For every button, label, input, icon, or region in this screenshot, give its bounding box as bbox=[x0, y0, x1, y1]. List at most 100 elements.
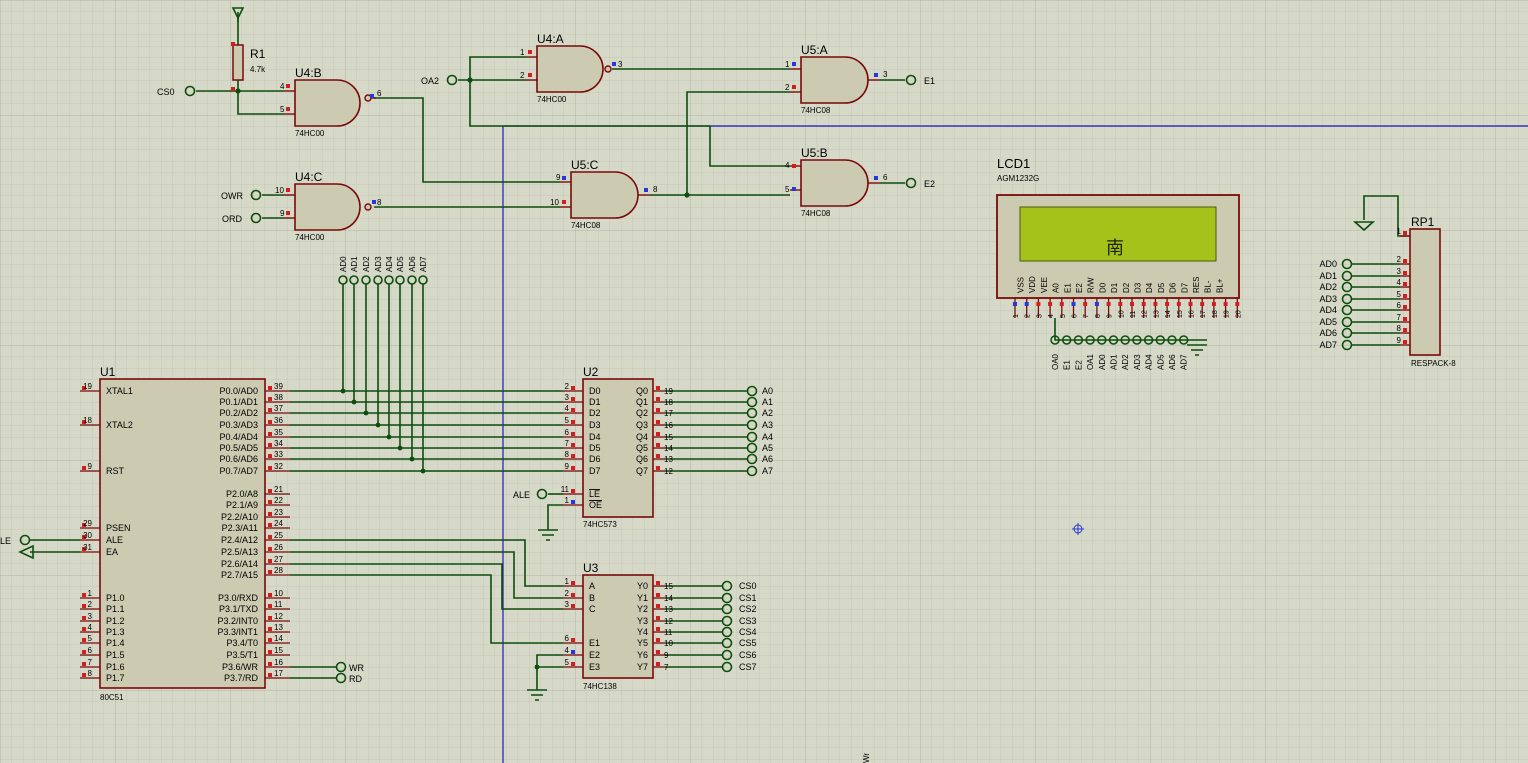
u2-pin-num: 11 bbox=[561, 485, 570, 494]
u3-pin-marker bbox=[656, 616, 660, 620]
u1-pin-name: P1.5 bbox=[106, 650, 125, 660]
u1-pin-marker bbox=[82, 616, 86, 620]
rp1-pin-marker bbox=[1403, 317, 1407, 321]
u1-pin-name: P0.7/AD7 bbox=[219, 466, 258, 476]
u5b-ref: U5:B bbox=[801, 146, 828, 160]
u1-pin-name: P0.5/AD5 bbox=[219, 443, 258, 453]
u2-pin-num: 4 bbox=[565, 404, 570, 413]
u1-pin-num: 32 bbox=[274, 462, 283, 471]
gate-u5c[interactable]: U5:C 74HC08 9 10 8 bbox=[550, 158, 658, 230]
lcd-pin-num: 7 bbox=[1083, 314, 1090, 318]
lcd-pin-num: 9 bbox=[1107, 314, 1114, 318]
u4a-type: 74HC00 bbox=[537, 95, 567, 104]
u2-pin-marker bbox=[656, 397, 660, 401]
u1-pin-marker bbox=[268, 432, 272, 436]
u4b-pin-in2: 5 bbox=[280, 105, 285, 114]
u1-pin-num: 17 bbox=[274, 669, 283, 678]
gate-u4a[interactable]: U4:A 74HC00 1 2 3 bbox=[520, 32, 623, 104]
ad-bus-label: AD0 bbox=[339, 256, 348, 272]
u2-pin-num: 12 bbox=[664, 467, 673, 476]
u1-pin-num: 7 bbox=[88, 658, 93, 667]
lcd-bottom-label: AD1 bbox=[1110, 354, 1119, 370]
u3-pin-num: 12 bbox=[664, 617, 673, 626]
gate-u4b[interactable]: U4:B 74HC00 4 5 6 bbox=[280, 66, 382, 138]
gate-u4c[interactable]: U4:C 74HC00 10 9 8 bbox=[275, 170, 382, 242]
u1-pin-num: 16 bbox=[274, 658, 283, 667]
u5a-pin-in2: 2 bbox=[785, 83, 790, 92]
u2-pin-num: 19 bbox=[664, 387, 673, 396]
u2-pin-marker bbox=[571, 443, 575, 447]
rp1-pin-num: 8 bbox=[1397, 324, 1402, 333]
u1-pin-name: XTAL1 bbox=[106, 386, 133, 396]
u3-pin-num: 10 bbox=[664, 639, 673, 648]
lcd-pin-name: E2 bbox=[1075, 283, 1084, 293]
net-label-e1: E1 bbox=[924, 76, 935, 86]
respack-rp1[interactable]: RP1 RESPACK-8 123456789AD0AD1AD2AD3AD4AD… bbox=[1319, 215, 1456, 368]
rp1-pin-num: 7 bbox=[1397, 313, 1402, 322]
rp1-pin-num: 4 bbox=[1397, 278, 1402, 287]
resistor-r1[interactable]: R1 4.7k bbox=[231, 42, 266, 91]
u1-pin-num: 34 bbox=[274, 439, 283, 448]
lcd-bottom-label: AD7 bbox=[1180, 354, 1189, 370]
u1-pin-name: P0.1/AD1 bbox=[219, 397, 258, 407]
rp1-terminal bbox=[1341, 293, 1353, 305]
u1-pin-name: P3.3/INT1 bbox=[217, 627, 258, 637]
net-label-ale-u2: ALE bbox=[513, 490, 530, 500]
u1-pin-num: 25 bbox=[274, 531, 283, 540]
u3-output-terminal bbox=[721, 603, 733, 615]
lcd-bottom-terminal bbox=[1143, 335, 1154, 345]
lcd-bottom-terminal bbox=[1167, 335, 1177, 345]
u1-pin-marker bbox=[82, 523, 86, 527]
u1-pin-name: P3.4/T0 bbox=[226, 638, 258, 648]
lcd-pin-num: 18 bbox=[1212, 310, 1219, 318]
u3-pin-num: 6 bbox=[565, 634, 570, 643]
u2-pin-marker bbox=[571, 466, 575, 470]
u5b-type: 74HC08 bbox=[801, 209, 831, 218]
gate-u5a[interactable]: U5:A 74HC08 1 2 3 bbox=[785, 43, 888, 115]
lcd-bottom-label: AD5 bbox=[1156, 354, 1165, 370]
lcd-pin-name: R/W bbox=[1087, 277, 1096, 293]
u2-pin-num: 2 bbox=[565, 382, 570, 391]
u4a-ref: U4:A bbox=[537, 32, 564, 46]
lcd-pin-name: BL+ bbox=[1215, 278, 1224, 293]
r1-ref: R1 bbox=[250, 47, 266, 61]
u3-pin-name: E3 bbox=[589, 662, 600, 672]
u1-pin-num: 39 bbox=[274, 382, 283, 391]
net-label-oa2: OA2 bbox=[421, 76, 439, 86]
u1-pin-marker bbox=[268, 559, 272, 563]
u1-pin-num: 28 bbox=[274, 566, 283, 575]
lcd-bottom-label: OA1 bbox=[1086, 353, 1095, 370]
lcd-pin-name: D5 bbox=[1157, 282, 1166, 293]
u1-pin-name: EA bbox=[106, 547, 118, 557]
gate-u5b[interactable]: U5:B 74HC08 4 5 6 bbox=[785, 146, 888, 218]
rp1-pin-num: 3 bbox=[1397, 267, 1402, 276]
u2-pin-marker bbox=[656, 420, 660, 424]
u2-pin-name: Q5 bbox=[636, 443, 648, 453]
u1-pin-num: 36 bbox=[274, 416, 283, 425]
u1-pin-num: 37 bbox=[274, 404, 283, 413]
u5a-ref: U5:A bbox=[801, 43, 828, 57]
u1-pin-marker bbox=[82, 650, 86, 654]
lcd-bottom-terminal bbox=[1050, 335, 1060, 345]
u1-pin-num: 1 bbox=[88, 589, 93, 598]
u1-pin-num: 18 bbox=[83, 416, 92, 425]
rp1-pin-marker bbox=[1403, 231, 1407, 235]
u3-output-label: CS7 bbox=[739, 662, 757, 672]
u3-output-label: CS4 bbox=[739, 627, 757, 637]
rp1-pin-marker bbox=[1403, 305, 1407, 309]
ad-bus-label: AD6 bbox=[408, 256, 417, 272]
u3-pin-marker bbox=[571, 662, 575, 666]
u2-pin-marker bbox=[571, 489, 575, 493]
u3-output-label: CS2 bbox=[739, 604, 757, 614]
u1-pin-marker bbox=[82, 662, 86, 666]
u1-pin-marker bbox=[268, 535, 272, 539]
u2-pin-name: Q0 bbox=[636, 386, 648, 396]
u2-output-terminal bbox=[746, 453, 758, 465]
lcd-pin-num: 12 bbox=[1142, 310, 1149, 318]
